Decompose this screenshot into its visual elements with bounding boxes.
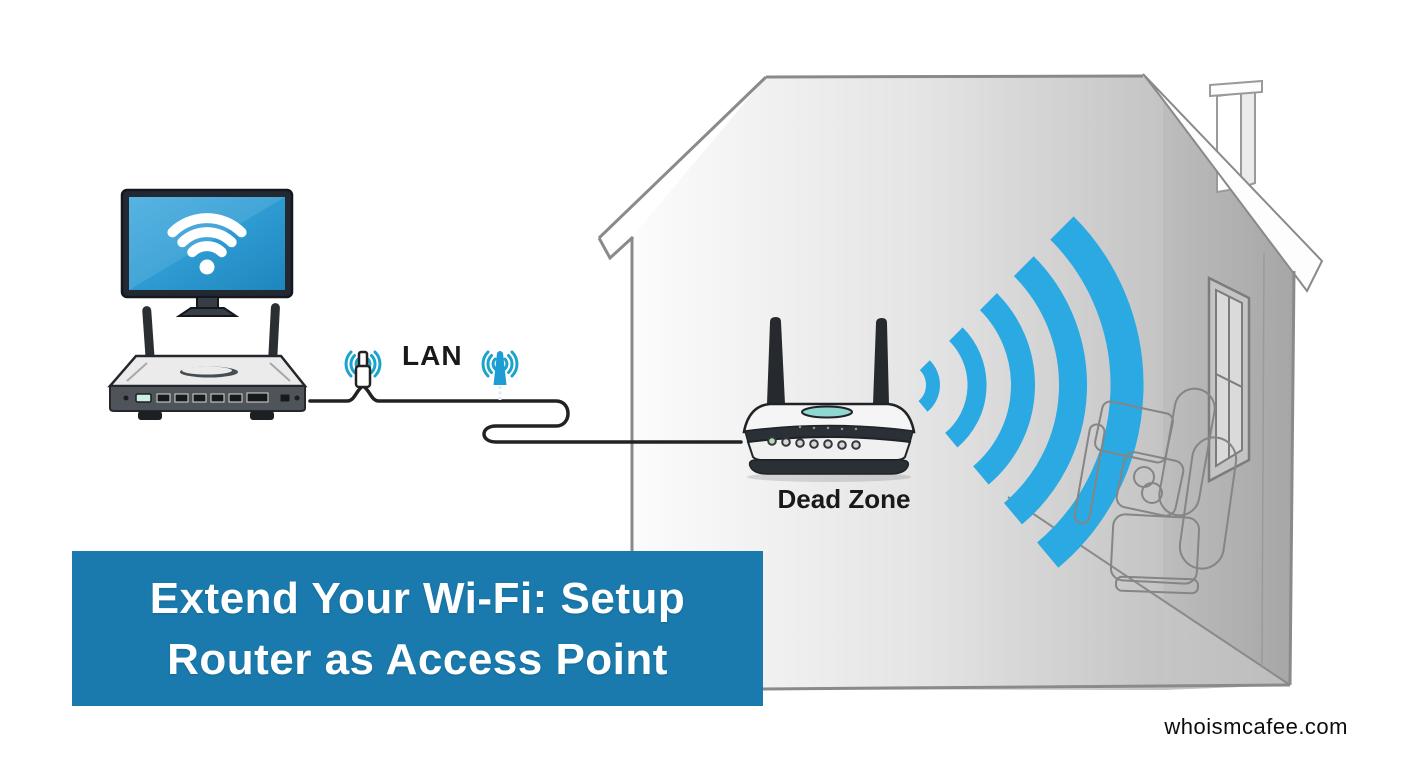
window — [1207, 275, 1251, 484]
wall-corner-line — [1261, 252, 1265, 669]
signal-waves-icon — [481, 350, 519, 378]
title-line-2: Router as Access Point — [167, 634, 668, 684]
monitor-illustration — [120, 188, 294, 317]
title-banner: Extend Your Wi-Fi: Setup Router as Acces… — [72, 551, 763, 706]
house-front-wall — [632, 76, 1163, 690]
lan-plug-right-icon — [481, 350, 519, 385]
monitor-stand-base — [175, 307, 240, 317]
house-illustration — [597, 73, 1324, 692]
router-base — [748, 459, 910, 475]
lan-label: LAN — [402, 340, 463, 371]
router-leds — [767, 436, 861, 450]
antenna-right — [873, 318, 889, 404]
wifi-icon — [167, 213, 247, 275]
router-teal-lens — [801, 405, 853, 419]
access-point-router-illustration — [742, 317, 916, 482]
ethernet-cable — [308, 383, 743, 444]
dead-zone-label: Dead Zone — [777, 484, 911, 514]
antenna-left — [142, 306, 155, 364]
monitor-stand-neck — [196, 296, 219, 309]
router-front-panel — [109, 385, 306, 412]
sofa-illustration — [1073, 387, 1238, 595]
router-logo-swoosh — [180, 366, 238, 378]
wifi-signal-arcs-icon — [918, 216, 1144, 568]
antenna-right — [268, 303, 280, 364]
router-ports — [123, 392, 300, 403]
title-line-1: Extend Your Wi-Fi: Setup — [149, 573, 686, 623]
lan-plug-left-icon — [344, 350, 382, 389]
antenna-left — [767, 317, 785, 404]
roof-fascia — [1142, 73, 1324, 293]
watermark-text: whoismcafee.com — [1164, 714, 1348, 739]
main-router-illustration — [107, 303, 308, 420]
